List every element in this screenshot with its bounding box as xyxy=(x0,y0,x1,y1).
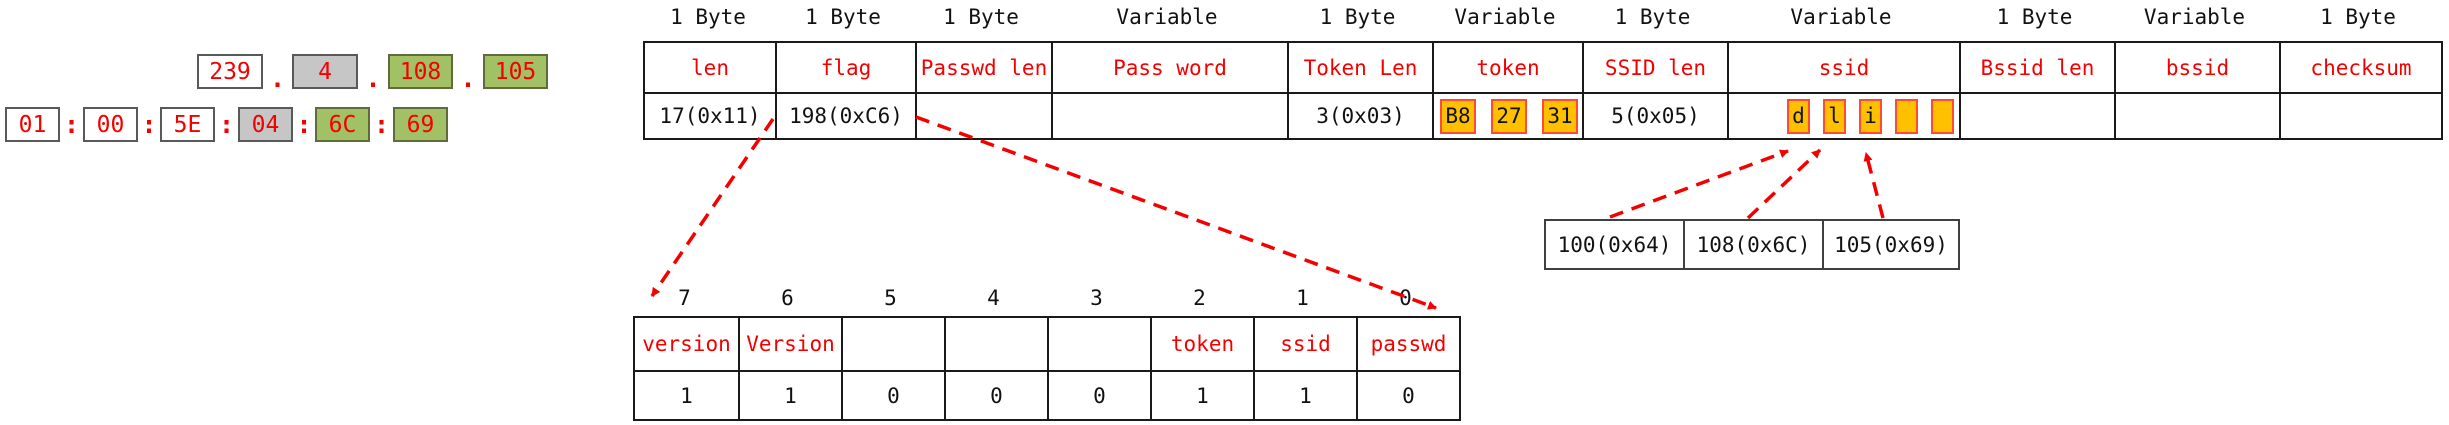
ssid-char-box xyxy=(1931,98,1954,134)
value-token-len: 3(0x03) xyxy=(1287,92,1432,138)
bit-number-2: 2 xyxy=(1193,286,1206,310)
bit-label-5 xyxy=(841,318,944,370)
ssid-char-box: i xyxy=(1859,98,1882,134)
bit-number-5: 5 xyxy=(884,286,897,310)
size-label-pass-word: Variable xyxy=(1116,5,1218,29)
ip-octet-2: 4 xyxy=(292,54,358,89)
value-flag: 198(0xC6) xyxy=(775,92,915,138)
value-passwd-len xyxy=(915,92,1051,138)
ascii-value-d: 100(0x64) xyxy=(1557,232,1672,257)
value-checksum xyxy=(2279,92,2441,138)
bit-value-4: 0 xyxy=(944,370,1047,419)
bit-number-4: 4 xyxy=(987,286,1000,310)
mac-octet-3: 5E xyxy=(160,107,215,142)
ssid-ascii-decode-box: 100(0x64) 108(0x6C) 105(0x69) xyxy=(1544,219,1960,270)
flag-bits-table: version Version token ssid passwd 1 1 0 … xyxy=(633,316,1461,421)
bit-value-5: 0 xyxy=(841,370,944,419)
field-pass-word: Pass word xyxy=(1051,43,1287,92)
ssid-char-box: d xyxy=(1787,98,1810,134)
mac-octet-5: 6C xyxy=(315,107,370,142)
arrow-ascii105-to-ssid-i xyxy=(1863,152,1885,219)
bit-label-4 xyxy=(944,318,1047,370)
mac-octet-6: 69 xyxy=(393,107,448,142)
size-label-ssid: Variable xyxy=(1790,5,1892,29)
bit-number-1: 1 xyxy=(1296,286,1309,310)
size-label-token-len: 1 Byte xyxy=(1319,5,1396,29)
arrow-ascii100-to-ssid-d xyxy=(1609,149,1789,219)
field-flag: flag xyxy=(775,43,915,92)
token-byte-box: B8 xyxy=(1440,98,1476,134)
ip-octet-4: 105 xyxy=(483,54,548,89)
bit-number-7: 7 xyxy=(678,286,691,310)
bit-label-3 xyxy=(1047,318,1150,370)
byte-size-header-row: 1 Byte 1 Byte 1 Byte Variable 1 Byte Var… xyxy=(643,2,2439,32)
ssid-char-box xyxy=(1895,98,1918,134)
bit-value-2: 1 xyxy=(1150,370,1253,419)
field-bssid-len: Bssid len xyxy=(1959,43,2114,92)
value-len: 17(0x11) xyxy=(645,92,775,138)
value-ssid-len: 5(0x05) xyxy=(1582,92,1727,138)
value-token: B8 27 31 xyxy=(1432,92,1582,138)
multicast-ip-row: 239 . 4 . 108 . 105 xyxy=(197,54,548,93)
mac-colon-separator: : xyxy=(296,110,312,139)
bit-value-3: 0 xyxy=(1047,370,1150,419)
bit-label-2: token xyxy=(1150,318,1253,370)
bit-label-6: Version xyxy=(738,318,841,370)
bit-value-7: 1 xyxy=(635,370,738,419)
mac-octet-2: 00 xyxy=(83,107,138,142)
multicast-mac-row: 01 : 00 : 5E : 04 : 6C : 69 xyxy=(5,107,448,142)
field-len: len xyxy=(691,55,729,80)
bit-label-1: ssid xyxy=(1253,318,1356,370)
mac-octet-4: 04 xyxy=(238,107,293,142)
token-byte-box: 31 xyxy=(1542,98,1578,134)
token-byte-box: 27 xyxy=(1491,98,1527,134)
field-token-len: Token Len xyxy=(1287,43,1432,92)
ip-dot-separator: . xyxy=(460,64,476,93)
value-bssid xyxy=(2114,92,2279,138)
ip-dot-separator: . xyxy=(269,64,286,93)
bit-value-1: 1 xyxy=(1253,370,1356,419)
value-bssid-len xyxy=(1959,92,2114,138)
field-bssid: bssid xyxy=(2114,43,2279,92)
bit-label-7: version xyxy=(642,332,731,356)
field-token: token xyxy=(1432,43,1582,92)
value-pass-word xyxy=(1051,92,1287,138)
bit-number-3: 3 xyxy=(1090,286,1103,310)
field-passwd-len: Passwd len xyxy=(915,43,1051,92)
arrow-flag-to-bit7 xyxy=(650,118,775,297)
mac-colon-separator: : xyxy=(373,110,390,139)
size-label-token: Variable xyxy=(1454,5,1556,29)
bit-number-6: 6 xyxy=(781,286,794,310)
ascii-value-l: 108(0x6C) xyxy=(1683,221,1822,268)
value-ssid: d l i xyxy=(1727,92,1959,138)
size-label-passwd-len: 1 Byte xyxy=(943,5,1019,29)
size-label-bssid-len: 1 Byte xyxy=(1996,5,2073,29)
mac-colon-separator: : xyxy=(63,110,80,139)
bit-number-header-row: 7 6 5 4 3 2 1 0 xyxy=(633,283,1457,313)
arrow-ascii108-to-ssid-l xyxy=(1746,148,1822,220)
size-label-bssid: Variable xyxy=(2143,5,2246,29)
size-label-ssid-len: 1 Byte xyxy=(1614,5,1691,29)
ip-octet-3: 108 xyxy=(388,54,453,89)
field-ssid-len: SSID len xyxy=(1582,43,1727,92)
mac-colon-separator: : xyxy=(141,110,157,139)
ascii-value-i: 105(0x69) xyxy=(1822,221,1958,268)
ip-dot-separator: . xyxy=(365,64,381,93)
mac-octet-1: 01 xyxy=(5,107,60,142)
size-label-flag: 1 Byte xyxy=(805,5,881,29)
bit-value-6: 1 xyxy=(738,370,841,419)
ip-octet-1: 239 xyxy=(197,54,263,89)
ssid-char-box: l xyxy=(1823,98,1846,134)
packet-fields-table: len flag Passwd len Pass word Token Len … xyxy=(643,41,2443,140)
field-checksum: checksum xyxy=(2279,43,2441,92)
size-label-checksum: 1 Byte xyxy=(2320,5,2396,29)
field-ssid: ssid xyxy=(1727,43,1959,92)
arrow-flag-to-bit0 xyxy=(915,115,1437,310)
bit-label-0: passwd xyxy=(1356,318,1459,370)
mac-colon-separator: : xyxy=(218,110,235,139)
size-label-len: 1 Byte xyxy=(670,5,746,29)
bit-number-0: 0 xyxy=(1399,286,1412,310)
bit-value-0: 0 xyxy=(1356,370,1459,419)
